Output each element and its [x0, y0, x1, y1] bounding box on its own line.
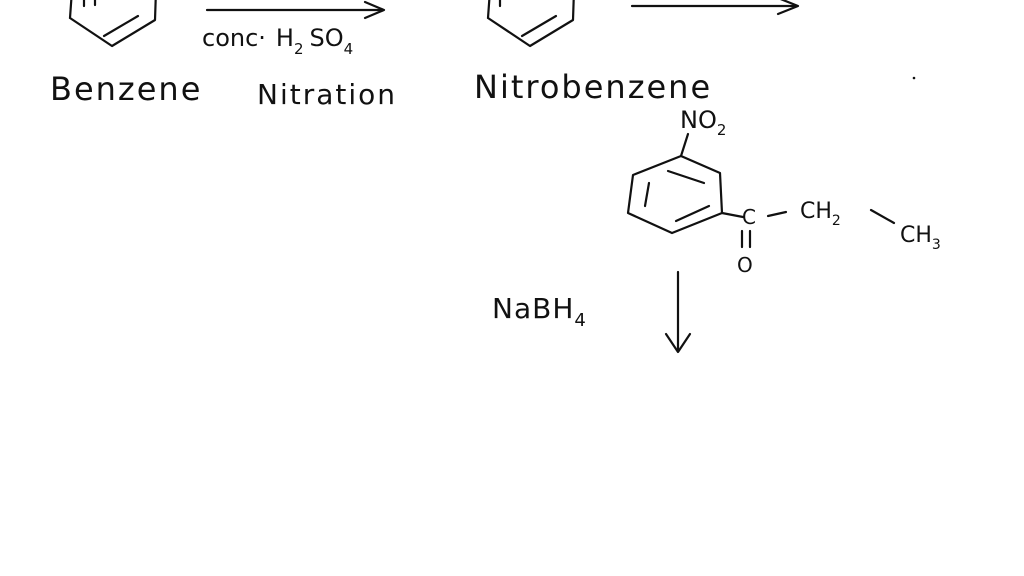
product-ring	[626, 154, 724, 235]
arrow-step3-down	[664, 270, 692, 354]
ch3-label: CH3	[900, 223, 941, 253]
nitro-group-label: NO2	[680, 106, 726, 139]
label-nitration: Nitration	[257, 78, 397, 111]
carbonyl-ch2-bond	[766, 210, 788, 218]
label-nitrobenzene: Nitrobenzene	[474, 68, 712, 106]
carbonyl-oxygen-label: O	[737, 253, 753, 277]
arrow-step2	[630, 0, 800, 16]
ch2-ch3-bond	[869, 208, 896, 225]
stray-dot	[912, 76, 916, 80]
nitrobenzene-ring	[486, 0, 575, 48]
ring-carbonyl-bond	[720, 211, 745, 219]
carbonyl-double-bond	[740, 229, 752, 249]
reagent-step3: NaBH4	[492, 292, 587, 331]
ch2-label: CH2	[800, 199, 841, 229]
carbonyl-carbon-label: C	[742, 205, 756, 229]
product-ring-inner-bonds	[643, 169, 711, 223]
arrow-step1	[205, 0, 386, 20]
nitro-bond	[679, 132, 690, 158]
benzene-ring	[68, 0, 157, 48]
label-benzene: Benzene	[50, 70, 202, 108]
product-structure: NO2 C O CH2 CH3	[626, 106, 941, 277]
